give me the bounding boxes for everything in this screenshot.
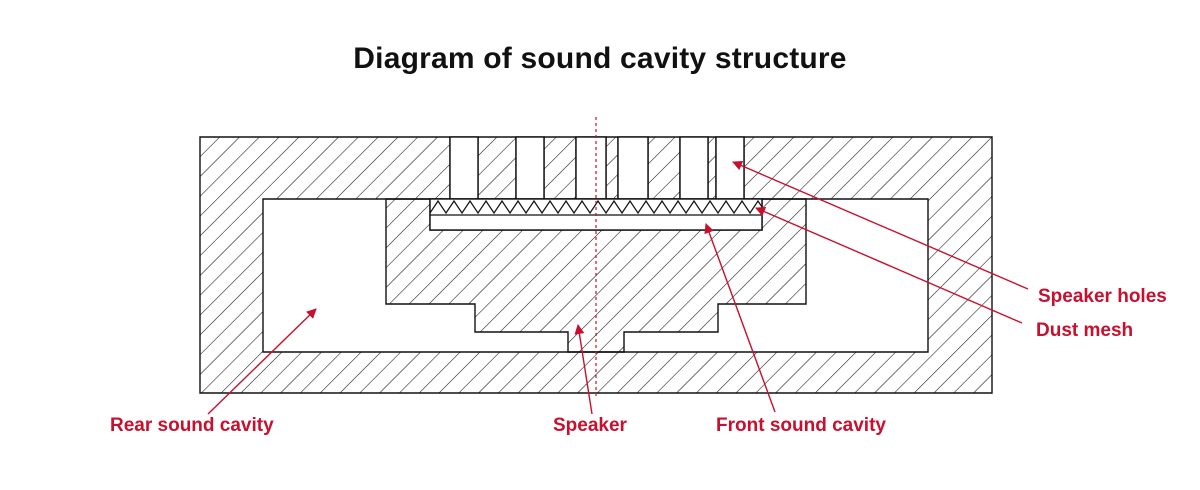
speaker-hole	[449, 136, 479, 200]
label-rear-sound-cavity: Rear sound cavity	[110, 415, 274, 436]
speaker-hole	[617, 136, 649, 200]
diagram-title: Diagram of sound cavity structure	[353, 42, 847, 75]
leader-dust-mesh	[755, 206, 1023, 324]
leader-speaker-holes	[732, 160, 1029, 290]
dust-mesh	[429, 199, 763, 215]
speaker-hole	[575, 136, 607, 200]
speaker-hole	[515, 136, 545, 200]
speaker-hole	[715, 136, 745, 200]
speaker-holes	[449, 136, 745, 200]
speaker-hole	[679, 136, 709, 200]
leader-speaker	[574, 324, 593, 415]
label-dust-mesh: Dust mesh	[1036, 320, 1134, 341]
label-front-sound-cavity: Front sound cavity	[716, 415, 886, 436]
label-speaker: Speaker	[553, 415, 627, 436]
label-speaker-holes: Speaker holes	[1038, 286, 1167, 307]
leader-front-sound-cavity	[704, 223, 776, 413]
leader-rear-sound-cavity	[207, 308, 317, 415]
callout-lines	[207, 160, 1029, 415]
